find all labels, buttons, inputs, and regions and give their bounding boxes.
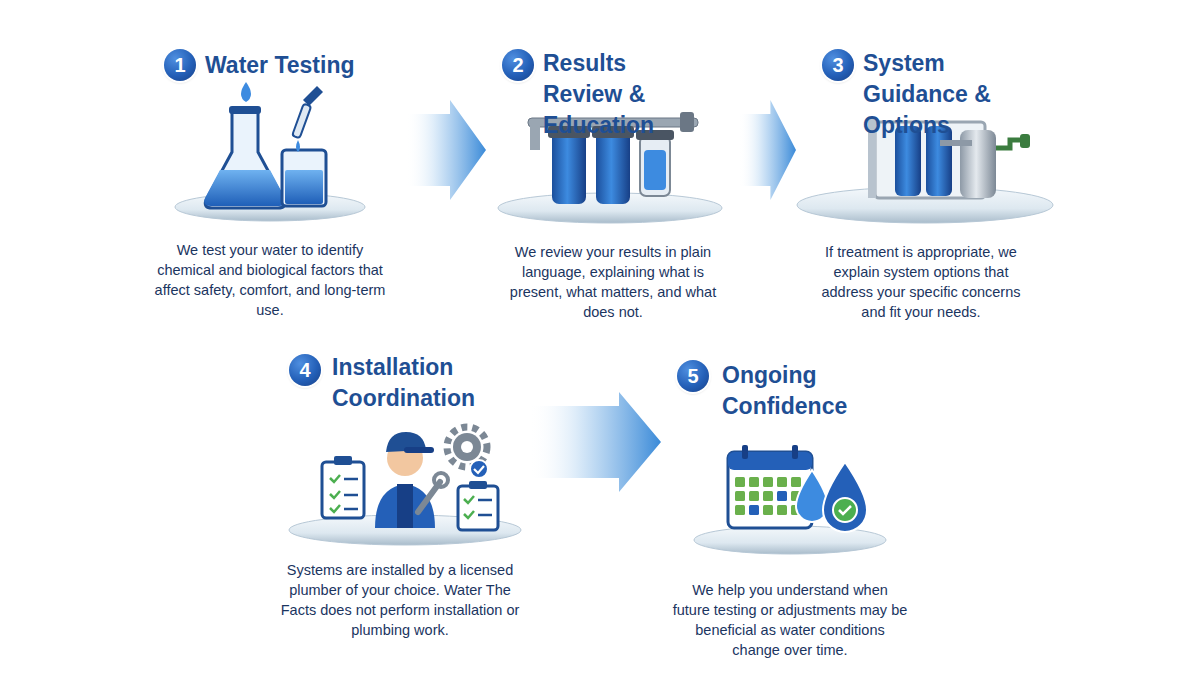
number-badge: 5 — [677, 360, 709, 392]
chevron-arrow — [739, 100, 796, 200]
step-heading: System Guidance & Options — [863, 48, 1048, 141]
number-badge: 4 — [289, 354, 321, 386]
step-heading: Water Testing — [205, 50, 385, 81]
step-description: Systems are installed by a licensed plum… — [280, 560, 520, 640]
step-number: 5 — [677, 360, 709, 392]
chevron-arrow — [406, 100, 486, 200]
chevron-arrow — [529, 392, 661, 492]
process-step: Ongoing Confidence We help you understand… — [665, 356, 915, 666]
lab-glassware-illustration — [175, 82, 365, 221]
step-number: 2 — [502, 49, 534, 81]
step-heading: Results Review & Education — [543, 48, 711, 141]
number-badge: 1 — [164, 49, 196, 81]
step-description: We test your water to identify chemical … — [147, 240, 393, 320]
step-number: 3 — [822, 49, 854, 81]
step-description: We review your results in plain language… — [500, 242, 726, 322]
number-badge: 2 — [502, 49, 534, 81]
step-number: 4 — [289, 354, 321, 386]
number-badge: 3 — [822, 49, 854, 81]
process-step: Results Review & Education We review your… — [490, 46, 735, 328]
step-heading: Ongoing Confidence — [722, 360, 857, 422]
process-step: System Guidance & Options If treatment is… — [800, 46, 1055, 328]
calendar-drops-illustration — [694, 445, 886, 554]
process-step: Installation CoordinationSystems are ins… — [275, 350, 525, 646]
step-number: 1 — [164, 49, 196, 81]
plumber-illustration — [289, 427, 521, 545]
step-description: If treatment is appropriate, we explain … — [810, 242, 1032, 322]
step-description: We help you understand when future testi… — [672, 580, 908, 660]
step-heading: Installation Coordination — [332, 352, 492, 414]
process-step: Water Testing We test your water to ident… — [140, 46, 402, 326]
